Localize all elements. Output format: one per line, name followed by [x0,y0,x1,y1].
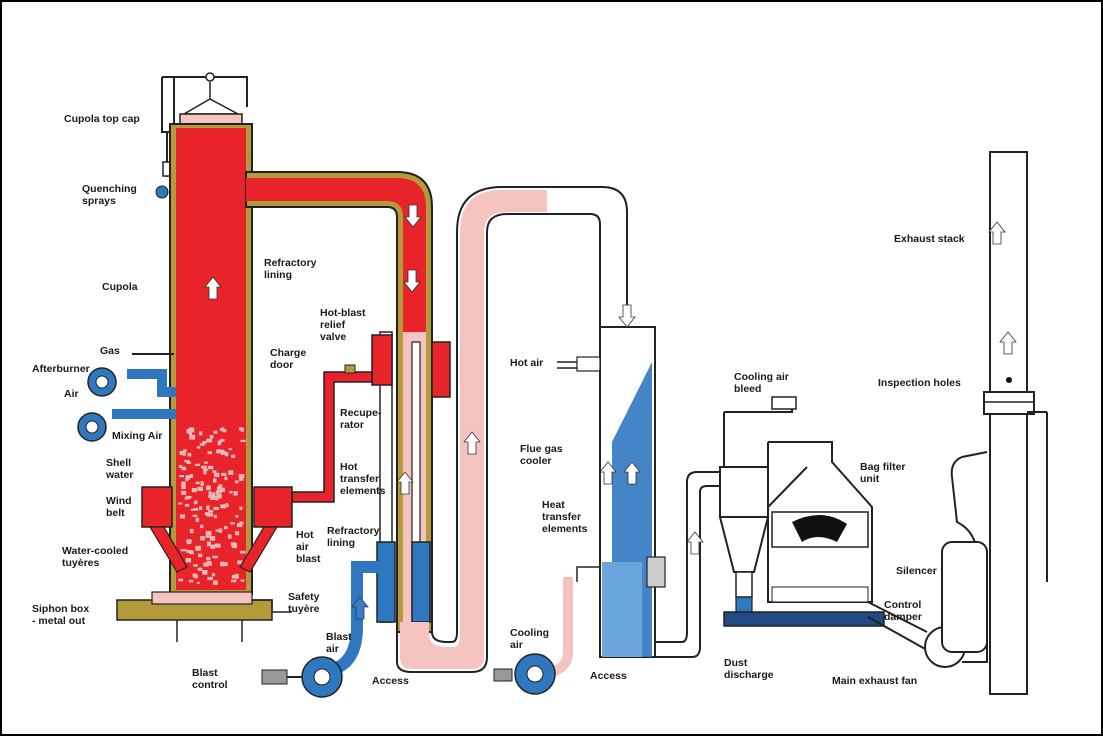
flow-arrow [463,431,481,455]
label-access-1: Access [372,675,409,687]
label-heat-transfer-elements: elements [542,523,588,535]
label-wind-belt: belt [106,507,125,519]
siphon-box [116,591,292,642]
label-charge-door: Charge [270,347,306,359]
charge-bed [178,427,246,585]
labels: Cupola top capQuenchingspraysCupolaRefra… [32,113,965,691]
label-siphon-box: - metal out [32,615,86,627]
label-refractory-lining-top: lining [264,269,292,281]
label-hot-transfer-elements: Hot [340,461,358,473]
label-dust-discharge: discharge [724,669,774,681]
recuperator [371,331,451,623]
blast-air-fan [261,561,378,698]
label-wind-belt: Wind [106,495,132,507]
flow-arrow [404,204,422,228]
label-refractory-lining-bottom: Refractory [327,525,380,537]
label-blast-air: Blast [326,631,352,643]
label-cooling-air: air [510,639,523,651]
label-refractory-lining-top: Refractory [264,257,317,269]
afterburner-blowers [77,185,176,442]
label-hot-blast-relief-valve: Hot-blast [320,307,366,319]
label-hot-blast-relief-valve: relief [320,319,346,331]
label-hot-air-blast: blast [296,553,321,565]
label-refractory-lining-bottom: lining [327,537,355,549]
label-siphon-box: Siphon box [32,603,89,615]
flow-arrow [351,596,369,620]
cooling-air-fan [493,566,600,695]
label-shell-water: Shell [106,457,131,469]
label-flue-gas-cooler: cooler [520,455,552,467]
label-blast-control: control [192,679,228,691]
label-cupola-top-cap: Cupola top cap [64,113,140,125]
label-water-cooled-tuyeres: tuyères [62,557,100,569]
label-control-damper: Control [884,599,921,611]
label-main-exhaust-fan: Main exhaust fan [832,675,917,687]
label-cupola: Cupola [102,281,138,293]
exhaust-duct [867,451,988,668]
label-recuperator: rator [340,419,364,431]
flow-arrow [618,304,636,328]
flow-arrow [396,471,414,495]
flow-arrow [623,461,641,485]
label-hot-transfer-elements: transfer [340,473,379,485]
label-bag-filter-unit: unit [860,473,880,485]
label-hot-transfer-elements: elements [340,485,386,497]
wind-belt [141,486,293,573]
label-afterburner: Afterburner [32,363,90,375]
label-hot-blast-relief-valve: valve [320,331,346,343]
label-gas: Gas [100,345,120,357]
label-heat-transfer-elements: transfer [542,511,581,523]
label-flue-gas-cooler: Flue gas [520,443,563,455]
label-air: Air [64,388,79,400]
flow-arrow [686,531,704,555]
label-cooling-air-bleed: Cooling air [734,371,789,383]
flow-arrow [403,269,421,293]
label-hot-air: Hot air [510,357,543,369]
label-silencer: Silencer [896,565,937,577]
label-blast-air: air [326,643,339,655]
label-heat-transfer-elements: Heat [542,499,565,511]
label-hot-air-blast: Hot [296,529,314,541]
crossover-duct [396,186,547,673]
cupola-shell [169,123,253,595]
flow-arrow [204,276,222,300]
label-quenching-sprays: Quenching [82,183,137,195]
flow-arrow [988,221,1006,245]
flow-arrow [599,461,617,485]
label-bag-filter-unit: Bag filter [860,461,906,473]
bag-filter-unit [723,441,885,627]
label-dust-discharge: Dust [724,657,748,669]
label-safety-tuyere: tuyère [288,603,320,615]
label-control-damper: damper [884,611,922,623]
label-access-2: Access [590,670,627,682]
flow-arrows [204,204,1017,620]
cupola-top-cap [161,72,248,177]
label-mixing-air: Mixing Air [112,430,162,442]
label-quenching-sprays: sprays [82,195,116,207]
label-exhaust-stack: Exhaust stack [894,233,965,245]
label-charge-door: door [270,359,293,371]
cyclone-feed-duct [655,471,722,658]
label-blast-control: Blast [192,667,218,679]
label-shell-water: water [105,469,133,481]
flue-gas-cooler [547,186,666,658]
flow-arrow [999,331,1017,355]
cyclone [718,396,797,613]
label-cooling-air: Cooling [510,627,549,639]
hot-gas-duct [245,171,433,633]
label-inspection-holes: Inspection holes [878,377,961,389]
label-recuperator: Recupe- [340,407,382,419]
label-cooling-air-bleed: bleed [734,383,761,395]
label-water-cooled-tuyeres: Water-cooled [62,545,128,557]
label-safety-tuyere: Safety [288,591,320,603]
label-hot-air-blast: air [296,541,309,553]
